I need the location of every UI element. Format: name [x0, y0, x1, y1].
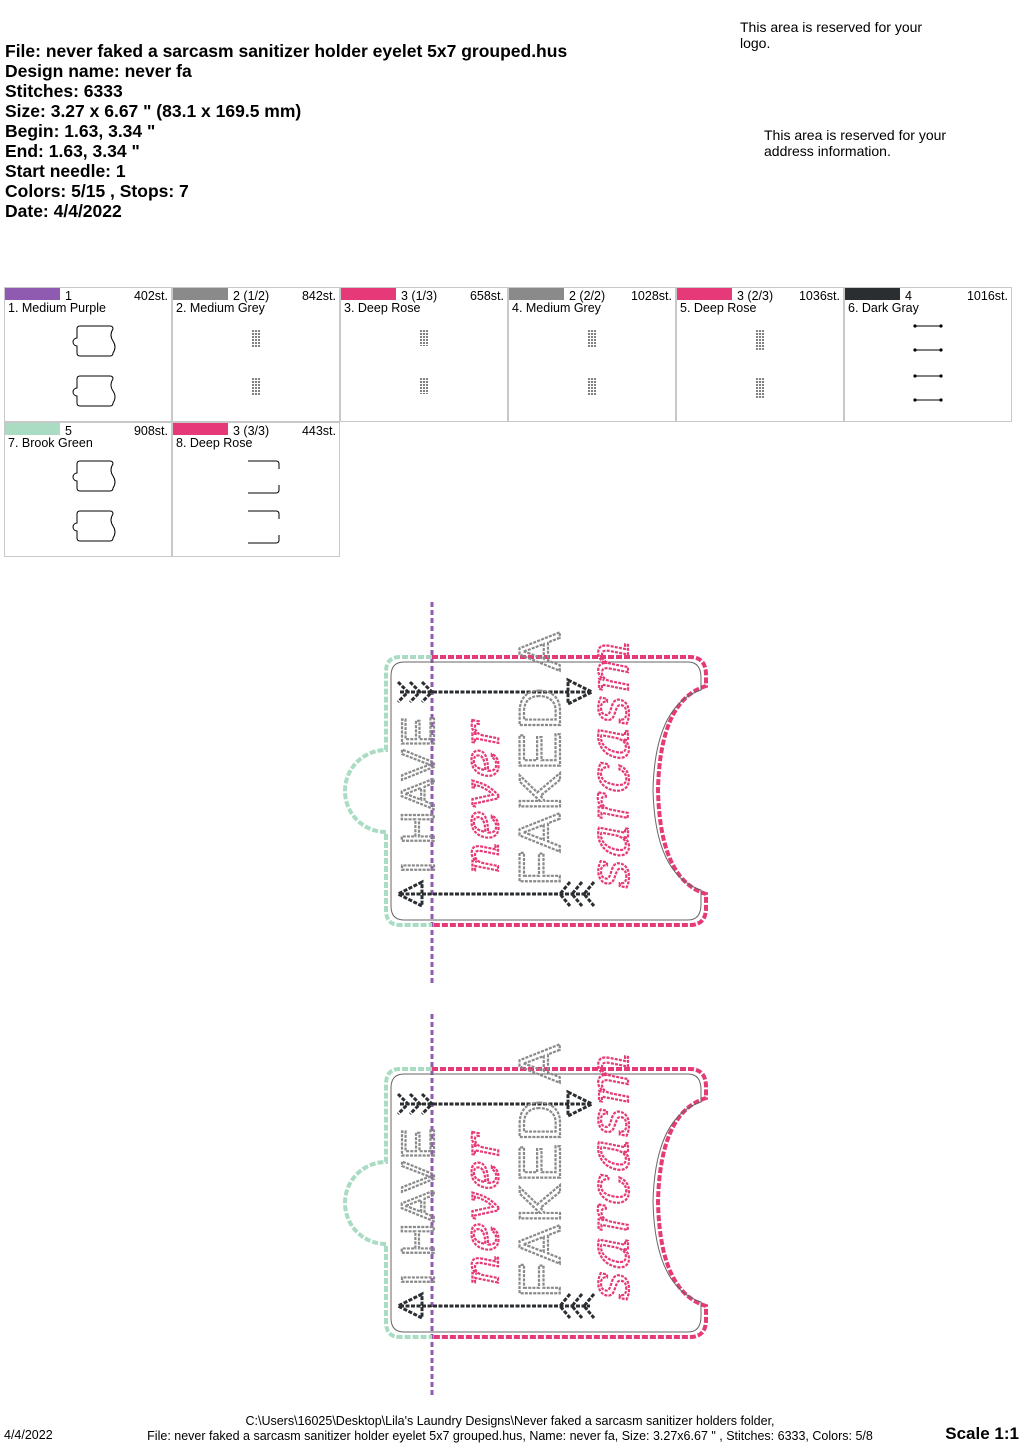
color-swatch	[845, 288, 900, 300]
footer-path-line2: File: never faked a sarcasm sanitizer ho…	[147, 1429, 873, 1443]
needle-number: 2 (2/2)	[569, 289, 606, 303]
inner-outline	[432, 1073, 702, 1333]
stitch-count: 658st.	[469, 289, 504, 303]
color-thumbnail	[509, 316, 675, 420]
end-point: End: 1.63, 3.34 "	[5, 141, 140, 161]
inner-outline	[390, 661, 432, 921]
design-text-line1: I HAVE	[392, 715, 444, 874]
color-swatch	[173, 423, 228, 435]
needle-number: 3 (3/3)	[233, 424, 270, 438]
thumbnail-text-b	[420, 330, 428, 394]
thumbnail-brackets	[248, 460, 280, 544]
stitch-count: 842st.	[301, 289, 336, 303]
stitch-count: Stitches: 6333	[5, 81, 123, 101]
begin-point: Begin: 1.63, 3.34 "	[5, 121, 156, 141]
color-thumbnail	[341, 316, 507, 420]
thumbnail-arrows	[913, 324, 943, 402]
design-text-line2: never	[452, 1131, 510, 1286]
color-cell: 2 (1/2) 842st. 2. Medium Grey	[172, 287, 340, 422]
inner-outline	[390, 1073, 432, 1333]
arrow-head	[394, 879, 424, 909]
color-sequence-table: 1 402st. 1. Medium Purple 2 (1/2) 842st.…	[4, 287, 1014, 559]
footer-date: 4/4/2022	[4, 1428, 53, 1442]
color-name: 3. Deep Rose	[344, 301, 421, 315]
thumbnail-text-c	[588, 330, 596, 396]
colors-stops: Colors: 5/15 , Stops: 7	[5, 181, 189, 201]
address-area-note: This area is reserved for your address i…	[764, 127, 947, 159]
design-text-line3: FAKED A	[508, 630, 573, 886]
arrow-fletching	[396, 680, 435, 704]
arrow-head	[566, 677, 596, 707]
color-thumbnail	[5, 451, 171, 555]
logo-area-note: This area is reserved for your logo.	[740, 19, 923, 51]
arrow-head	[566, 1089, 596, 1119]
color-name: 1. Medium Purple	[8, 301, 106, 315]
arrow-fletching	[396, 1092, 435, 1116]
color-thumbnail	[173, 451, 339, 555]
color-cell: 3 (3/3) 443st. 8. Deep Rose	[172, 422, 340, 557]
file-name: File: never faked a sarcasm sanitizer ho…	[5, 41, 568, 61]
color-swatch	[5, 288, 60, 300]
needle-number: 5	[65, 424, 72, 438]
thumbnail-outline	[72, 460, 116, 542]
arrow-head	[394, 1291, 424, 1321]
footer-path: C:\Users\16025\Desktop\Lila's Laundry De…	[100, 1414, 920, 1444]
stitch-count: 908st.	[133, 424, 168, 438]
color-cell: 3 (2/3) 1036st. 5. Deep Rose	[676, 287, 844, 422]
color-cell: 2 (2/2) 1028st. 4. Medium Grey	[508, 287, 676, 422]
needle-number: 2 (1/2)	[233, 289, 270, 303]
color-cell: 5 908st. 7. Brook Green	[4, 422, 172, 557]
rose-outline	[432, 1067, 708, 1339]
green-outline	[343, 1067, 432, 1339]
color-name: 8. Deep Rose	[176, 436, 253, 450]
stitch-count: 402st.	[133, 289, 168, 303]
design-date: Date: 4/4/2022	[5, 201, 122, 221]
design-text-line2: never	[452, 719, 510, 874]
color-cell: 1 402st. 1. Medium Purple	[4, 287, 172, 422]
color-name: 2. Medium Grey	[176, 301, 265, 315]
design-text-line4: sarcasm	[577, 1051, 642, 1300]
color-name: 4. Medium Grey	[512, 301, 601, 315]
color-name: 5. Deep Rose	[680, 301, 757, 315]
design-info: File: never faked a sarcasm sanitizer ho…	[5, 41, 567, 221]
needle-number: 3 (2/3)	[737, 289, 774, 303]
color-swatch	[509, 288, 564, 300]
color-cell: 3 (1/3) 658st. 3. Deep Rose	[340, 287, 508, 422]
design-text-line3: FAKED A	[508, 1042, 573, 1298]
color-thumbnail	[677, 316, 843, 420]
color-cell: 4 1016st. 6. Dark Gray	[844, 287, 1012, 422]
thumbnail-text-d	[756, 330, 764, 398]
thumbnail-text-a	[252, 330, 260, 396]
stitch-count: 1016st.	[966, 289, 1008, 303]
color-thumbnail	[845, 316, 1011, 420]
color-swatch	[173, 288, 228, 300]
needle-number: 4	[905, 289, 912, 303]
start-needle: Start needle: 1	[5, 161, 126, 181]
color-swatch	[5, 423, 60, 435]
color-name: 7. Brook Green	[8, 436, 93, 450]
color-name: 6. Dark Gray	[848, 301, 919, 315]
color-thumbnail	[173, 316, 339, 420]
scale-label: Scale 1:1	[945, 1424, 1019, 1443]
stitch-count: 1036st.	[798, 289, 840, 303]
color-thumbnail	[5, 316, 171, 420]
stitch-count: 443st.	[301, 424, 336, 438]
design-text-line4: sarcasm	[577, 639, 642, 888]
design-name: Design name: never fa	[5, 61, 192, 81]
stitch-count: 1028st.	[630, 289, 672, 303]
green-outline	[343, 655, 432, 927]
thumbnail-outline	[72, 325, 116, 407]
color-swatch	[341, 288, 396, 300]
rose-outline	[432, 655, 708, 927]
design-text-line1: I HAVE	[392, 1127, 444, 1286]
needle-number: 1	[65, 289, 72, 303]
inner-outline	[432, 661, 702, 921]
design-size: Size: 3.27 x 6.67 " (83.1 x 169.5 mm)	[5, 101, 302, 121]
needle-number: 3 (1/3)	[401, 289, 438, 303]
color-swatch	[677, 288, 732, 300]
footer-path-line1: C:\Users\16025\Desktop\Lila's Laundry De…	[245, 1414, 775, 1428]
